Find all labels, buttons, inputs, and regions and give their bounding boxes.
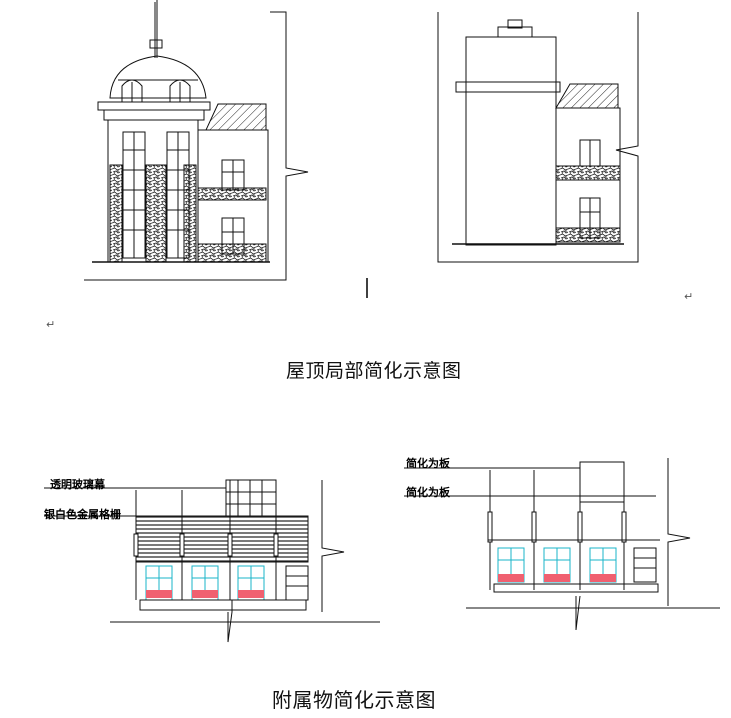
window-group-right: [497, 547, 657, 583]
paragraph-mark: ↵: [684, 290, 694, 303]
roof-elevation-right: [437, 12, 639, 263]
label-simplified-panel-1: 简化为板: [406, 457, 450, 470]
window-group-left: [145, 565, 309, 601]
caption-attachment-diagram: 附属物简化示意图: [272, 688, 436, 712]
attachment-elevation-left: [44, 479, 380, 643]
label-simplified-panel-2: 简化为板: [406, 486, 450, 499]
label-glass-curtain: 透明玻璃幕: [50, 478, 105, 491]
caption-roof-diagram: 屋顶局部简化示意图: [286, 360, 462, 382]
paragraph-mark: ↵: [46, 318, 56, 331]
roof-elevation-left: [84, 0, 309, 281]
label-silver-grille: 银白色金属格栅: [44, 508, 121, 521]
attachment-elevation-right: [404, 458, 720, 631]
